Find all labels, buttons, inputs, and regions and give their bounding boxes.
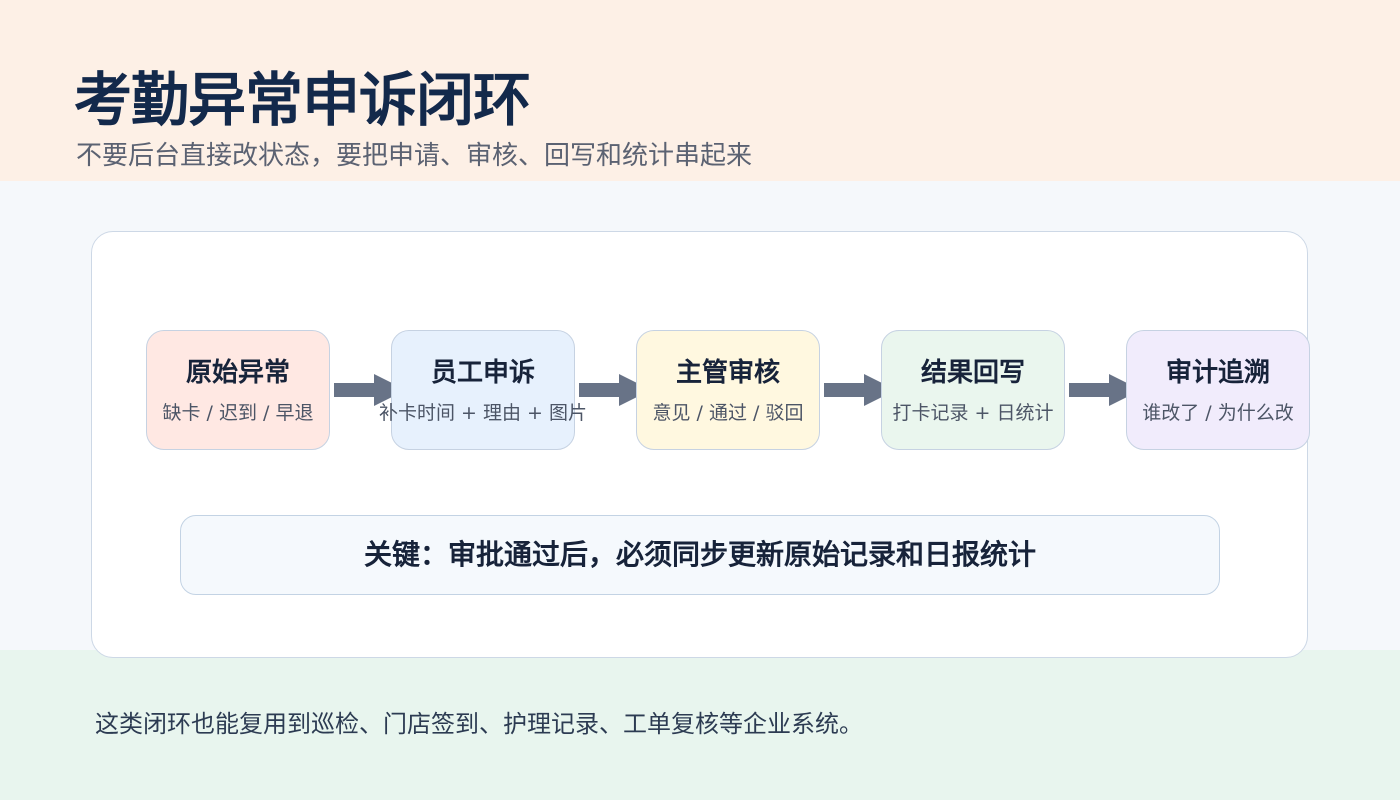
step-audit-trace: 审计追溯 谁改了 / 为什么改 bbox=[1126, 330, 1310, 450]
arrow-right-icon bbox=[334, 374, 406, 406]
step-title: 员工申诉 bbox=[430, 358, 535, 388]
arrow-right-icon bbox=[824, 374, 896, 406]
step-title: 原始异常 bbox=[185, 358, 290, 388]
step-title: 审计追溯 bbox=[1165, 358, 1270, 388]
step-subtitle: 缺卡 / 迟到 / 早退 bbox=[162, 402, 314, 424]
arrow-right-icon bbox=[1069, 374, 1141, 406]
step-result-writeback: 结果回写 打卡记录 + 日统计 bbox=[881, 330, 1065, 450]
footer-band bbox=[0, 650, 1400, 800]
footer-note: 这类闭环也能复用到巡检、门店签到、护理记录、工单复核等企业系统。 bbox=[95, 710, 863, 738]
page-subtitle: 不要后台直接改状态，要把申请、审核、回写和统计串起来 bbox=[76, 141, 753, 171]
step-title: 主管审核 bbox=[675, 358, 780, 388]
header-band bbox=[0, 0, 1400, 181]
step-subtitle: 打卡记录 + 日统计 bbox=[892, 402, 1054, 424]
step-manager-review: 主管审核 意见 / 通过 / 驳回 bbox=[636, 330, 820, 450]
page-title: 考勤异常申诉闭环 bbox=[74, 66, 531, 134]
step-employee-appeal: 员工申诉 补卡时间 + 理由 + 图片 bbox=[379, 330, 587, 450]
step-original-exception: 原始异常 缺卡 / 迟到 / 早退 bbox=[146, 330, 330, 450]
arrow-right-icon bbox=[579, 374, 651, 406]
key-note-box: 关键：审批通过后，必须同步更新原始记录和日报统计 bbox=[180, 515, 1220, 595]
step-subtitle: 意见 / 通过 / 驳回 bbox=[652, 402, 804, 424]
step-title: 结果回写 bbox=[920, 358, 1025, 388]
step-subtitle: 谁改了 / 为什么改 bbox=[1142, 402, 1294, 424]
step-subtitle: 补卡时间 + 理由 + 图片 bbox=[379, 402, 587, 424]
key-note: 关键：审批通过后，必须同步更新原始记录和日报统计 bbox=[363, 538, 1036, 571]
